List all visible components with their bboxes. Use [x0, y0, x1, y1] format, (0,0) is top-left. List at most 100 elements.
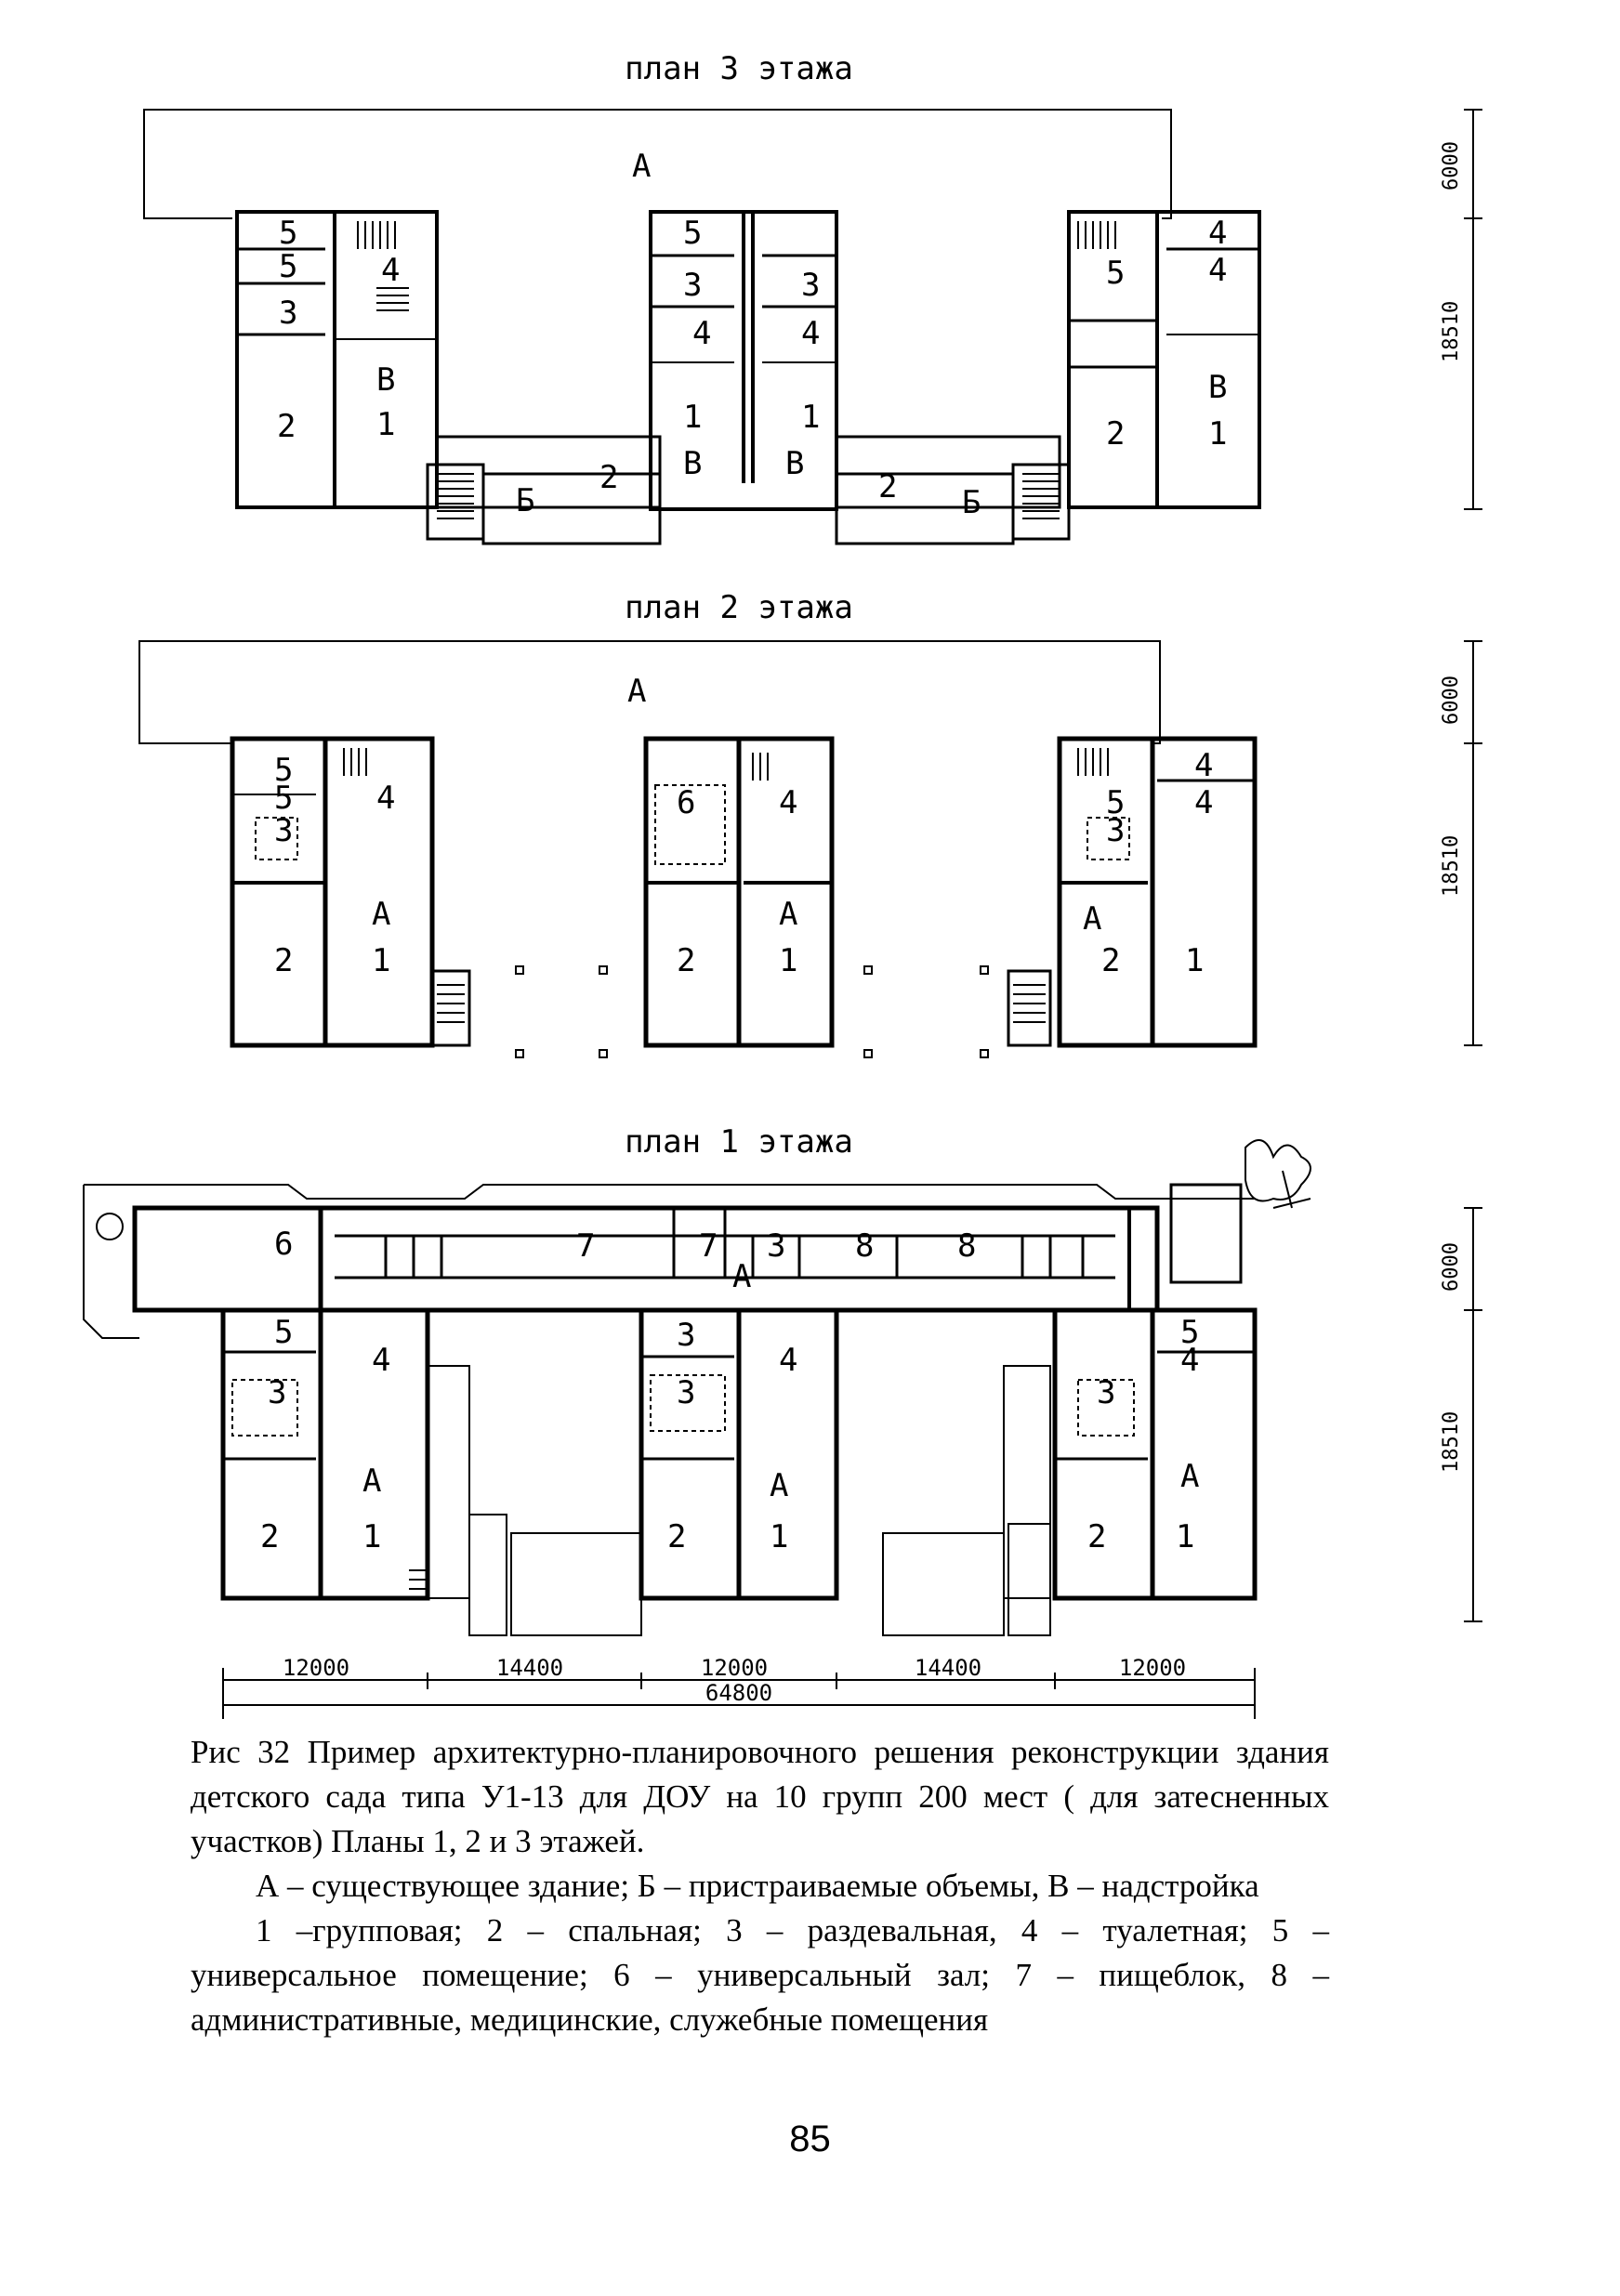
room-label: 4 [801, 315, 820, 352]
room-label: 2 [277, 408, 296, 445]
room-label: А [362, 1463, 381, 1500]
room-label: 8 [957, 1227, 976, 1265]
figure-caption: Рис 32 Пример архитектурно-планировочног… [191, 1730, 1329, 2042]
room-label: 2 [274, 942, 293, 979]
room-label: 7 [699, 1227, 718, 1265]
floor-1-plan: план 1 этажа [83, 1123, 1482, 1719]
floor-2-plan: план 2 этажа [138, 589, 1482, 1058]
room-label: А [770, 1467, 788, 1504]
dimension-label: 14400 [496, 1655, 563, 1681]
room-label: 4 [372, 1342, 390, 1379]
room-label: 1 [683, 399, 702, 436]
room-label: 5 [274, 752, 293, 789]
dimension-6000: 6000 [1440, 141, 1463, 190]
floor-2-label-existing: А [627, 673, 646, 710]
dimension-18510: 18510 [1440, 301, 1463, 362]
floor-3-right-wing [1067, 210, 1261, 509]
dimension-label: 12000 [1119, 1655, 1186, 1681]
floor-1-title: план 1 этажа [625, 1123, 853, 1161]
caption-legend-rooms: 1 –групповая; 2 – спальная; 3 – раздевал… [191, 1912, 1329, 2038]
dimension-18510: 18510 [1440, 1411, 1463, 1473]
room-label: Б [516, 482, 534, 519]
room-label: 2 [1106, 415, 1125, 453]
room-label: 1 [1208, 415, 1227, 453]
room-label: А [1180, 1458, 1199, 1495]
floor-3-left-wing [235, 210, 439, 509]
floor-2-existing-outline [138, 640, 1161, 744]
room-label: 2 [260, 1518, 279, 1555]
floor-2-left-block [230, 736, 435, 1048]
tree-icon [96, 1139, 1311, 1240]
caption-title: Рис 32 Пример архитектурно-планировочног… [191, 1734, 1329, 1859]
room-label: 5 [274, 780, 293, 817]
room-label: 5 [1106, 784, 1125, 821]
room-label: 5 [1180, 1314, 1199, 1351]
room-label: В [376, 361, 395, 399]
room-label: А [372, 896, 390, 933]
floor-3-title: план 3 этажа [625, 50, 853, 87]
room-label: 3 [767, 1227, 785, 1265]
floor-3-existing-outline [143, 109, 1172, 219]
room-label: 4 [376, 780, 395, 817]
room-label: 4 [1208, 252, 1227, 289]
room-label: 1 [1185, 942, 1204, 979]
dimension-6000: 6000 [1440, 676, 1463, 725]
room-label: 4 [779, 1342, 797, 1379]
room-label: 3 [279, 295, 297, 332]
room-label: 3 [801, 267, 820, 304]
caption-legend-buildings: А – существующее здание; Б – пристраивае… [256, 1868, 1259, 1904]
room-label: 1 [376, 406, 395, 443]
room-label: 1 [372, 942, 390, 979]
room-label: 2 [599, 459, 618, 496]
dimension-label: 12000 [701, 1655, 768, 1681]
dimension-18510: 18510 [1440, 835, 1463, 897]
room-label: В [785, 445, 804, 482]
room-label: 3 [274, 812, 293, 849]
floor-3-label-existing: А [632, 148, 651, 185]
room-label: 2 [677, 942, 695, 979]
room-label: 2 [1101, 942, 1120, 979]
room-label: 6 [677, 784, 695, 821]
room-label: 4 [692, 315, 711, 352]
floor-3-plan: план 3 этажа [143, 50, 1482, 545]
room-label: 3 [677, 1374, 695, 1411]
room-label: 3 [1106, 812, 1125, 849]
room-label: Б [962, 484, 981, 521]
room-label: 4 [1208, 215, 1227, 252]
room-label: 2 [878, 468, 897, 505]
room-label: 3 [677, 1317, 695, 1354]
floor-1-site-outline [84, 1184, 1255, 1200]
room-label: 4 [1194, 747, 1213, 784]
dimension-total: 64800 [705, 1680, 772, 1706]
room-label: 5 [274, 1314, 293, 1351]
room-label: 4 [1180, 1342, 1199, 1379]
room-label: А [1083, 900, 1101, 938]
dimension-label: 14400 [915, 1655, 981, 1681]
room-label: 5 [279, 248, 297, 285]
room-label: 5 [683, 215, 702, 252]
room-label: 1 [801, 399, 820, 436]
room-label: 5 [279, 215, 297, 252]
room-label: В [683, 445, 702, 482]
room-label: 1 [779, 942, 797, 979]
floor-2-right-block [1057, 736, 1258, 1048]
floor-2-title: план 2 этажа [625, 589, 853, 626]
dimension-6000: 6000 [1440, 1242, 1463, 1292]
room-label: 8 [855, 1227, 874, 1265]
room-label: 6 [274, 1226, 293, 1263]
page-number: 85 [789, 2119, 831, 2159]
room-label: 3 [268, 1374, 286, 1411]
room-label: 1 [1176, 1518, 1194, 1555]
room-label: 3 [683, 267, 702, 304]
room-label: 5 [1106, 255, 1125, 292]
floor-plans-drawing: план 3 этажа [83, 50, 1482, 1719]
room-label: 7 [576, 1227, 595, 1265]
room-label: 3 [1097, 1374, 1115, 1411]
room-label: А [779, 896, 797, 933]
floor-1-annex [1169, 1183, 1243, 1284]
room-label: 4 [381, 252, 400, 289]
room-label: 2 [1087, 1518, 1106, 1555]
room-label: 4 [1194, 784, 1213, 821]
dimension-label: 12000 [283, 1655, 349, 1681]
room-label: 2 [667, 1518, 686, 1555]
